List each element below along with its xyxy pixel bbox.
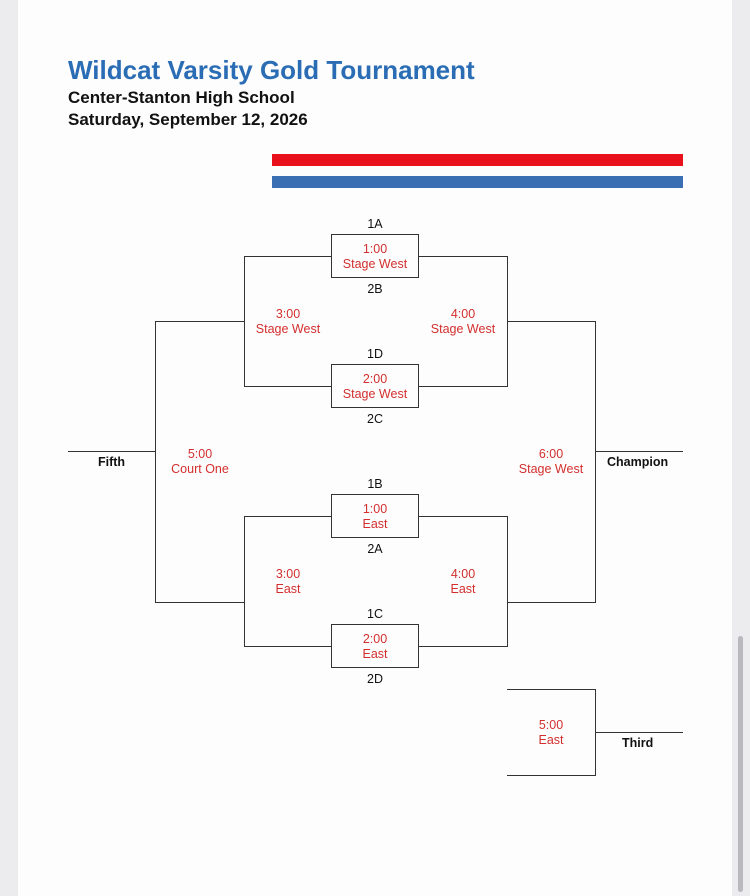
game-label: 6:00 Stage West <box>507 447 595 477</box>
school-name: Center-Stanton High School <box>68 88 295 107</box>
game-location: Stage West <box>518 462 584 476</box>
game-location: East <box>362 517 388 531</box>
game-time: 5:00 <box>187 447 213 461</box>
document-page <box>18 0 732 896</box>
bracket-line <box>507 321 595 322</box>
third-place-label: Third <box>622 736 654 750</box>
game-location: Court One <box>171 462 229 476</box>
bracket-line <box>595 321 596 603</box>
seed-1b: 1B <box>367 477 383 491</box>
game-label: 3:00 Stage West <box>245 307 331 337</box>
blue-stripe <box>272 176 683 188</box>
bracket-line <box>507 689 595 690</box>
game-box-2 <box>331 364 419 408</box>
seed-2c: 2C <box>367 412 383 426</box>
page-title: Wildcat Varsity Gold Tournament <box>68 55 475 85</box>
seed-1a: 1A <box>367 217 383 231</box>
game-time: 1:00 <box>362 502 388 516</box>
game-location: Stage West <box>430 322 496 336</box>
bracket-line <box>419 386 507 387</box>
seed-2d: 2D <box>367 672 383 686</box>
bracket-line <box>244 386 332 387</box>
game-location: Stage West <box>342 387 408 401</box>
red-stripe <box>272 154 683 166</box>
game-time: 4:00 <box>450 567 476 581</box>
champion-line <box>595 451 683 452</box>
game-time: 2:00 <box>362 632 388 646</box>
game-location: East <box>362 647 388 661</box>
game-location: Stage West <box>255 322 321 336</box>
game-time: 3:00 <box>275 567 301 581</box>
bracket-line <box>244 516 332 517</box>
game-time: 6:00 <box>538 447 564 461</box>
bracket-line <box>155 321 244 322</box>
game-box-3 <box>331 494 419 538</box>
game-location: Stage West <box>342 257 408 271</box>
bracket-line <box>419 256 507 257</box>
game-time: 1:00 <box>362 242 388 256</box>
game-time: 2:00 <box>362 372 388 386</box>
bracket-line <box>419 516 507 517</box>
seed-1d: 1D <box>367 347 383 361</box>
bracket-line <box>507 516 508 647</box>
game-label: 2:00 East <box>331 632 419 662</box>
game-location: East <box>450 582 476 596</box>
bracket-line <box>155 602 244 603</box>
bracket-line <box>244 646 332 647</box>
game-box-1 <box>331 234 419 278</box>
bracket-line <box>507 602 595 603</box>
game-time: 4:00 <box>450 307 476 321</box>
vertical-scrollbar[interactable] <box>738 636 743 892</box>
game-location: East <box>538 733 564 747</box>
game-label: 1:00 Stage West <box>331 242 419 272</box>
seed-2a: 2A <box>367 542 383 556</box>
game-location: East <box>275 582 301 596</box>
game-time: 3:00 <box>275 307 301 321</box>
game-box-4 <box>331 624 419 668</box>
game-time: 5:00 <box>538 718 564 732</box>
game-label: 5:00 Court One <box>156 447 244 477</box>
game-label: 2:00 Stage West <box>331 372 419 402</box>
game-label: 4:00 Stage West <box>420 307 506 337</box>
bracket-line <box>244 256 245 387</box>
seed-2b: 2B <box>367 282 383 296</box>
game-label: 5:00 East <box>507 718 595 748</box>
champion-label: Champion <box>607 455 669 469</box>
bracket-line <box>155 321 156 603</box>
bracket-line <box>244 256 332 257</box>
game-label: 3:00 East <box>245 567 331 597</box>
bracket-line <box>419 646 507 647</box>
seed-1c: 1C <box>367 607 383 621</box>
bracket-line <box>507 775 595 776</box>
game-label: 4:00 East <box>420 567 506 597</box>
bracket-line <box>244 516 245 647</box>
fifth-place-label: Fifth <box>98 455 126 469</box>
game-label: 1:00 East <box>331 502 419 532</box>
tournament-date: Saturday, September 12, 2026 <box>68 110 308 129</box>
fifth-place-line <box>68 451 156 452</box>
third-place-line <box>595 732 683 733</box>
